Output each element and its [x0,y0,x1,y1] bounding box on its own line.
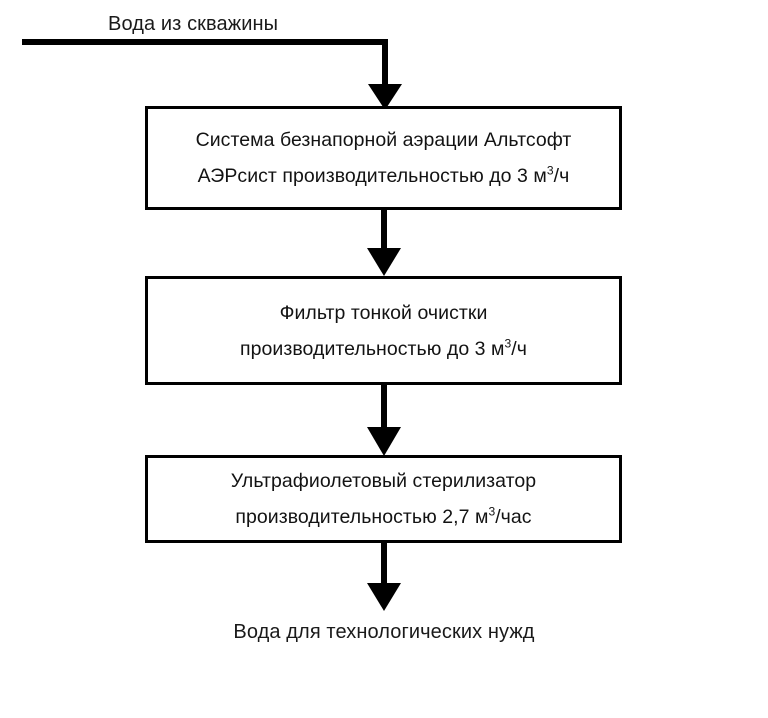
aeration-line-2-prefix: АЭРсист производительностью до 3 м [197,165,547,187]
process-box-fine-filter-text: Фильтр тонкой очистки производительность… [230,295,537,367]
uv-line-2-suffix: /час [495,506,532,528]
process-box-fine-filter[interactable]: Фильтр тонкой очистки производительность… [145,276,622,385]
process-box-aeration[interactable]: Система безнапорной аэрации Альтсофт АЭР… [145,106,622,210]
filter-line-2-prefix: производительностью до 3 м [240,337,505,360]
connector-filter-to-uv [352,383,416,459]
process-box-uv-sterilizer-text: Ультрафиолетовый стерилизатор производит… [221,463,546,535]
process-box-aeration-text: Система безнапорной аэрации Альтсофт АЭР… [186,122,582,194]
connector-uv-to-outlet [352,541,416,615]
filter-superscript: 3 [504,336,512,350]
aeration-line-1: Система безнапорной аэрации Альтсофт [195,129,572,151]
connector-inlet-elbow-arrow [18,36,418,112]
connector-aeration-to-filter [352,208,416,278]
uv-superscript: 3 [488,504,496,519]
outlet-label: Вода для технологических нужд [233,621,535,643]
aeration-line-2-suffix: /ч [553,165,570,187]
inlet-label: Вода из скважины [108,13,279,35]
filter-line-2-suffix: /ч [511,337,527,360]
uv-line-1: Ультрафиолетовый стерилизатор [230,470,537,492]
aeration-superscript: 3 [546,163,554,178]
process-box-uv-sterilizer[interactable]: Ультрафиолетовый стерилизатор производит… [145,455,622,543]
uv-line-2-prefix: производительностью 2,7 м [235,506,489,528]
filter-line-1: Фильтр тонкой очистки [279,301,488,324]
